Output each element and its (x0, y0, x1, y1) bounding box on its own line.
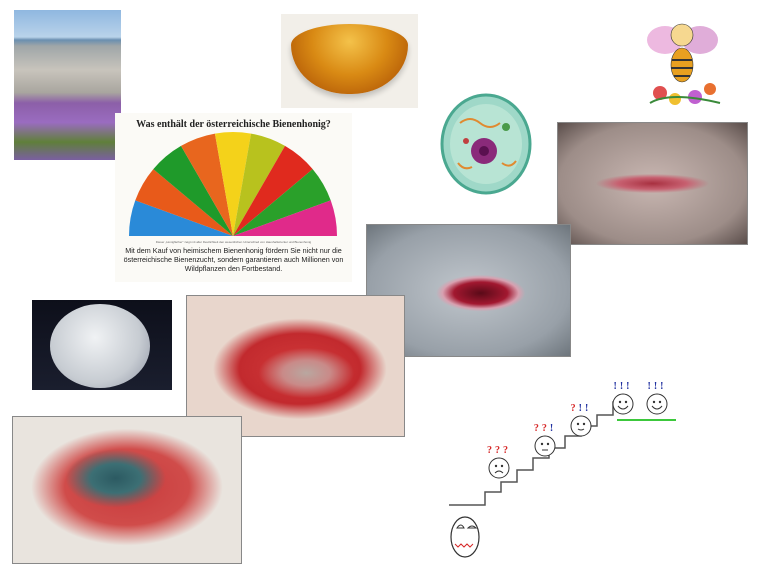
face-happy: !!! (612, 381, 634, 415)
stage-marks: ??? (487, 445, 511, 456)
petri-dish (50, 304, 150, 388)
bee-cartoon-illustration (647, 23, 721, 105)
petri-dish-photo (32, 300, 172, 390)
stage-marks: ??! (534, 423, 556, 434)
thyme-flowers-beach-photo (14, 10, 121, 160)
stage-marks: !!! (613, 381, 632, 392)
fan-segment (135, 169, 233, 236)
face-happy: !!! (646, 381, 668, 415)
honey-composition-chart: Was enthält der österreichische Bienenho… (115, 113, 352, 282)
chart-title: Was enthält der österreichische Bienenho… (136, 119, 331, 130)
fan-segment (181, 133, 233, 236)
fan-segment (153, 145, 233, 236)
anxious-face (450, 516, 480, 558)
stage-marks: !!! (647, 381, 666, 392)
fan-segment (233, 169, 331, 236)
fan-segment (214, 132, 252, 236)
honey-fan-chart (129, 132, 337, 236)
progress-stairs-diagram: ?????!?!!!!!!!! (449, 381, 676, 558)
face-sad: ??? (487, 445, 511, 479)
fan-segment (233, 200, 337, 236)
chart-caption: Mit dem Kauf von heimischem Bienenhonig … (123, 246, 344, 273)
fan-segment (233, 133, 285, 236)
honey-bowl-photo (281, 14, 418, 108)
honey-bowl (291, 24, 408, 94)
open-wound-photo (12, 416, 242, 564)
stairs-line (449, 401, 617, 506)
healed-wound-photo (557, 122, 748, 245)
face-slight-smile: ?!! (570, 403, 592, 437)
fan-segment (233, 145, 313, 236)
chart-note: Dieser „Honigfächer" zeigt mit aller Deu… (155, 240, 312, 244)
fan-segment (129, 200, 233, 236)
stage-marks: ?!! (571, 403, 592, 414)
granulating-wound-photo (186, 295, 405, 437)
face-neutral: ??! (534, 423, 556, 457)
cell-diagram (440, 93, 532, 195)
